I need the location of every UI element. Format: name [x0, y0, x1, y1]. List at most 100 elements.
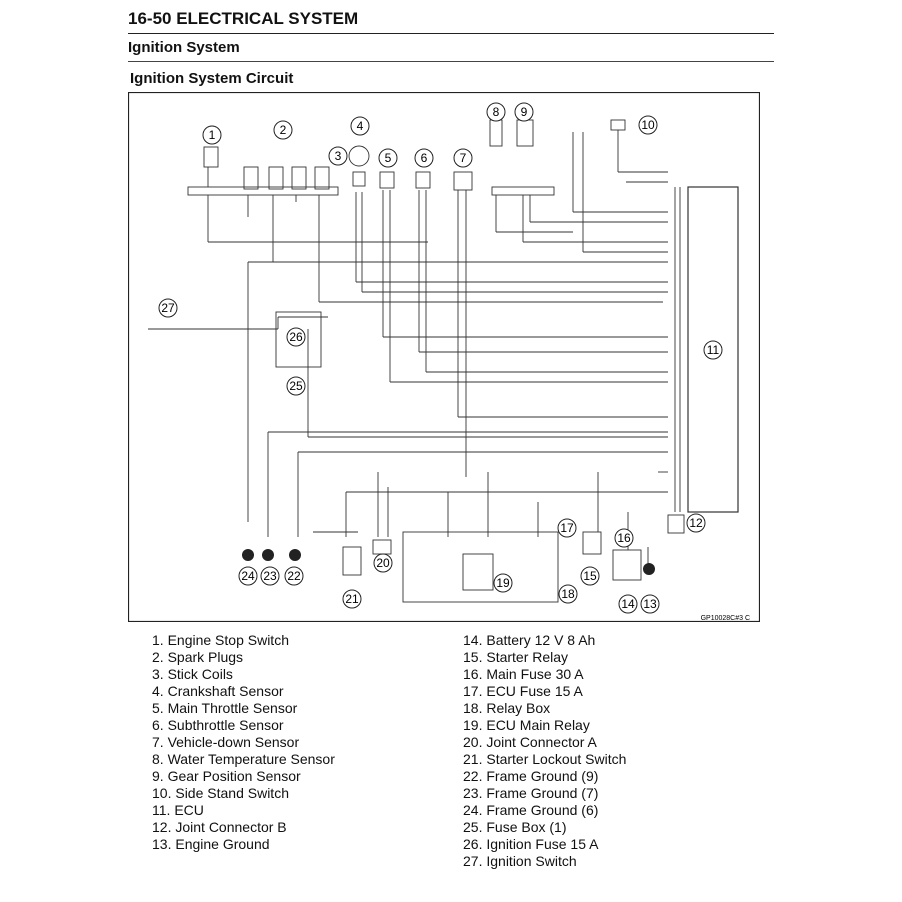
callout-4: 4: [350, 116, 370, 136]
svg-text:9: 9: [521, 105, 528, 119]
svg-text:10: 10: [641, 118, 655, 132]
svg-text:7: 7: [460, 151, 467, 165]
ground-symbols: [242, 549, 655, 575]
callout-1: 1: [202, 125, 222, 145]
svg-text:22: 22: [287, 569, 301, 583]
legend-item: 15. Starter Relay: [463, 649, 569, 665]
svg-text:11: 11: [707, 343, 720, 357]
legend-item: 5. Main Throttle Sensor: [152, 700, 298, 716]
legend-item: 9. Gear Position Sensor: [152, 768, 301, 784]
svg-text:24: 24: [241, 569, 255, 583]
callout-14: 14: [618, 594, 638, 614]
legend-item: 1. Engine Stop Switch: [152, 632, 289, 648]
legend-item: 21. Starter Lockout Switch: [463, 751, 627, 767]
callout-20: 20: [373, 553, 393, 573]
wiring-diagram: 1 2 3 4 5 6 7 8 9 10 11 12 13 14 15 16 1…: [128, 92, 760, 622]
figure-code: GP10028C#3 C: [701, 615, 750, 622]
svg-text:25: 25: [289, 379, 303, 393]
svg-text:23: 23: [263, 569, 277, 583]
subheader-rule: [128, 61, 774, 62]
callout-8: 8: [486, 102, 506, 122]
legend-item: 18. Relay Box: [463, 700, 551, 716]
figure-title: Ignition System Circuit: [130, 70, 294, 87]
callout-18: 18: [558, 584, 578, 604]
legend-item: 22. Frame Ground (9): [463, 768, 599, 784]
legend-item: 6. Subthrottle Sensor: [152, 717, 284, 733]
svg-text:21: 21: [345, 592, 359, 606]
callout-2: 2: [273, 120, 293, 140]
callout-5: 5: [378, 148, 398, 168]
circuit-svg: 1 2 3 4 5 6 7 8 9 10 11 12 13 14 15 16 1…: [128, 92, 760, 622]
legend-item: 14. Battery 12 V 8 Ah: [463, 632, 596, 648]
svg-text:12: 12: [689, 516, 703, 530]
svg-text:17: 17: [560, 521, 574, 535]
legend-item: 4. Crankshaft Sensor: [152, 683, 284, 699]
diagram-frame: [128, 92, 760, 622]
callout-12: 12: [686, 513, 706, 533]
svg-text:14: 14: [621, 597, 635, 611]
legend-item: 2. Spark Plugs: [152, 649, 244, 665]
legend-item: 25. Fuse Box (1): [463, 819, 567, 835]
legend-right: 14. Battery 12 V 8 Ah 15. Starter Relay …: [463, 632, 626, 870]
svg-text:4: 4: [357, 119, 364, 133]
legend-item: 8. Water Temperature Sensor: [152, 751, 335, 767]
legend-item: 24. Frame Ground (6): [463, 802, 599, 818]
callout-6: 6: [414, 148, 434, 168]
legend-item: 7. Vehicle-down Sensor: [152, 734, 300, 750]
legend-left: 1. Engine Stop Switch 2. Spark Plugs 3. …: [152, 632, 335, 853]
svg-text:20: 20: [376, 556, 390, 570]
callout-23: 23: [260, 566, 280, 586]
svg-text:15: 15: [583, 569, 597, 583]
frame-ground-icon: [262, 549, 274, 561]
callout-15: 15: [580, 566, 600, 586]
callout-24: 24: [238, 566, 258, 586]
legend-item: 12. Joint Connector B: [152, 819, 287, 835]
legend-item: 10. Side Stand Switch: [152, 785, 289, 801]
callout-3: 3: [328, 146, 348, 166]
legend-item: 13. Engine Ground: [152, 836, 270, 852]
callout-10: 10: [638, 115, 658, 135]
callout-9: 9: [514, 102, 534, 122]
wiring-lines: [148, 119, 739, 603]
legend-item: 11. ECU: [152, 802, 204, 818]
legend-item: 26. Ignition Fuse 15 A: [463, 836, 599, 852]
frame-ground-icon: [289, 549, 301, 561]
callout-16: 16: [614, 528, 634, 548]
legend-item: 19. ECU Main Relay: [463, 717, 590, 733]
legend-item: 20. Joint Connector A: [463, 734, 597, 750]
subsection-title: Ignition System: [128, 39, 240, 56]
svg-text:2: 2: [280, 123, 287, 137]
svg-text:8: 8: [493, 105, 500, 119]
callout-22: 22: [284, 566, 304, 586]
legend-item: 23. Frame Ground (7): [463, 785, 599, 801]
callout-11: 11: [703, 340, 723, 360]
frame-ground-icon: [242, 549, 254, 561]
legend-item: 3. Stick Coils: [152, 666, 233, 682]
svg-text:27: 27: [161, 301, 175, 315]
svg-text:5: 5: [385, 151, 392, 165]
svg-text:18: 18: [561, 587, 575, 601]
legend-item: 27. Ignition Switch: [463, 853, 577, 869]
svg-text:1: 1: [209, 128, 216, 142]
svg-text:6: 6: [421, 151, 428, 165]
svg-text:3: 3: [335, 149, 342, 163]
callout-17: 17: [557, 518, 577, 538]
svg-text:19: 19: [496, 576, 510, 590]
legend-item: 17. ECU Fuse 15 A: [463, 683, 583, 699]
svg-text:13: 13: [643, 597, 657, 611]
callout-21: 21: [342, 589, 362, 609]
callouts: 1 2 3 4 5 6 7 8 9 10 11 12 13 14 15 16 1…: [158, 102, 723, 614]
callout-13: 13: [640, 594, 660, 614]
callout-7: 7: [453, 148, 473, 168]
callout-26: 26: [286, 327, 306, 347]
legend-item: 16. Main Fuse 30 A: [463, 666, 584, 682]
ecu-block: [687, 186, 739, 513]
svg-text:26: 26: [289, 330, 303, 344]
svg-text:16: 16: [617, 531, 631, 545]
callout-19: 19: [493, 573, 513, 593]
engine-ground-icon: [643, 563, 655, 575]
callout-27: 27: [158, 298, 178, 318]
header-rule: [128, 33, 774, 34]
callout-25: 25: [286, 376, 306, 396]
page-header: 16-50 ELECTRICAL SYSTEM Ignition System: [128, 8, 774, 62]
